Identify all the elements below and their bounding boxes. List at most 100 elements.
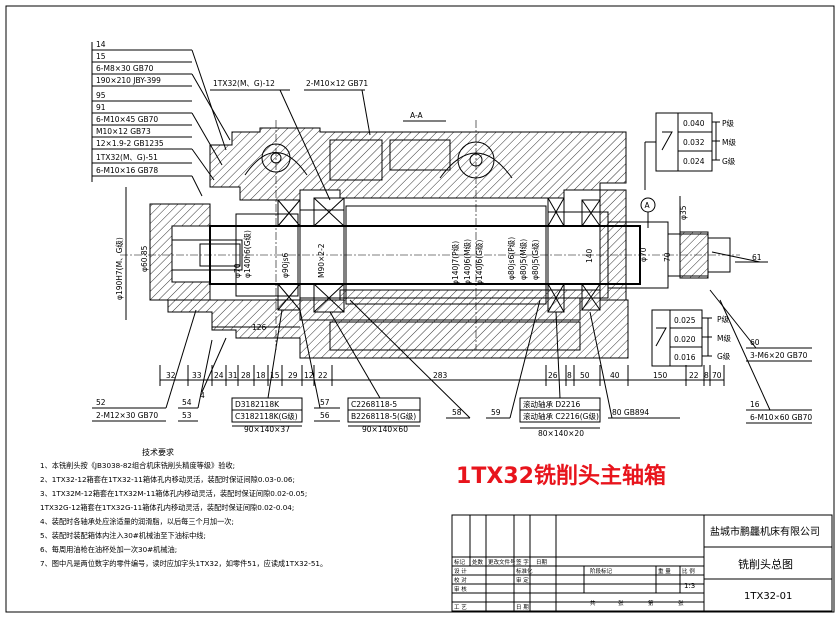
callout-b-2: 54 xyxy=(182,398,192,407)
dim-b-14: 40 xyxy=(610,371,620,380)
callout-left-3: 190×210 JBY-399 xyxy=(96,76,161,85)
sign-label-6: 工 艺 xyxy=(454,604,467,611)
callout-b-6: C3182118K(G级) xyxy=(235,411,298,421)
bottom-callouts: 52 2-M12×30 GB70 54 53 4 D3182118K C3182… xyxy=(92,299,680,438)
req-5: 5、装配时装配箱体内注入30#机械油至下油标中线; xyxy=(40,531,206,540)
sheet-label-2: 第 xyxy=(648,599,654,607)
dim-b-16: 22 xyxy=(689,371,699,380)
sign-label-7: 日 期 xyxy=(516,604,529,611)
company-name: 盐城市鹏龘机床有限公司 xyxy=(710,525,820,538)
row-label-1: 处数 xyxy=(472,558,484,566)
callout-left-8: 12×1.9-2 GB1235 xyxy=(96,139,164,148)
tolerance-frame-top: 0.040 0.032 0.024 P级 M级 G级 xyxy=(644,112,736,190)
dim-v-0: φ190H7(M、G级) xyxy=(114,237,124,300)
req-7: 7、图中凡是两位数字的零件编号，读时应加字头1TX32，如零件51，应读成1TX… xyxy=(40,559,327,568)
tol-right-1: 0.020 xyxy=(674,335,696,344)
callout-left-0: 14 xyxy=(96,40,106,49)
callout-left-9: 1TX32(M、G)-51 xyxy=(96,153,158,162)
dim-s-2: φ140J7(P级) xyxy=(450,241,460,285)
dim-s-6: φ80j5(M级) xyxy=(518,239,528,280)
tolerance-frame-right: 0.025 0.020 0.016 P级 M级 G级 xyxy=(651,309,731,367)
callout-right-4: 16 xyxy=(750,400,760,409)
left-vertical-dims: φ190H7(M、G级) φ60.85 φ70 φ140h6(G级) xyxy=(114,187,252,320)
callout-left-1: 15 xyxy=(96,52,106,61)
callout-b-15: 80 GB894 xyxy=(612,408,649,417)
req-title: 技术要求 xyxy=(142,447,174,457)
dim-b-8: 12 xyxy=(304,371,314,380)
dim-s-4: φ140J6(G级) xyxy=(474,240,484,285)
drawing-name: 铣削头总图 xyxy=(738,557,793,571)
stage-label-0: 阶段标记 xyxy=(590,567,613,575)
dim-s-1: M90×2-2 xyxy=(317,243,326,278)
bearing-dims-1: 90×140×37 xyxy=(244,425,290,434)
row-label-3: 签 字 xyxy=(516,558,529,566)
dim-v-2: φ70 xyxy=(233,263,242,278)
dim-b-3: 31 xyxy=(228,371,238,380)
grade-top-0: P级 xyxy=(722,118,735,128)
dim-b-0: 32 xyxy=(166,371,176,380)
sheet-border xyxy=(5,5,835,613)
title-block: 标记 处数 更改文件号 签 字 日期 设 计 标准化 校 对 审 定 审 核 工… xyxy=(451,514,833,612)
sign-label-2: 校 对 xyxy=(454,576,467,584)
dim-b-12: 8 xyxy=(567,371,572,380)
tol-top-2: 0.024 xyxy=(683,157,705,166)
callout-b-1: 2-M12×30 GB70 xyxy=(96,411,158,420)
callout-b-5: D3182118K xyxy=(235,400,280,409)
dim-b-5: 18 xyxy=(256,371,266,380)
req-1: 2、1TX32-12箱套在1TX32-11箱体孔内移动灵活，装配时保证间隙0.0… xyxy=(40,475,295,484)
callout-b-14: 滚动轴承 C2216(G级) xyxy=(523,411,599,421)
req-4: 4、装配时各轴承处应涂适量的润滑脂，以后每三个月加一次; xyxy=(40,517,234,526)
dim-b-7: 29 xyxy=(288,371,298,380)
callout-top-0: 1TX32(M、G)-12 xyxy=(213,79,275,88)
drawing-number: 1TX32-01 xyxy=(744,591,792,602)
sign-label-4: 审 核 xyxy=(454,585,467,593)
bearing-dims-3: 80×140×20 xyxy=(538,429,584,438)
grade-right-0: P级 xyxy=(717,314,730,324)
dim-s-5: φ80js6(P级) xyxy=(506,237,516,280)
sheet-label-3: 张 xyxy=(678,599,684,607)
callout-right-2: 60 xyxy=(750,338,760,347)
callout-b-3: 53 xyxy=(182,411,192,420)
grade-top-2: G级 xyxy=(722,156,736,166)
callout-b-12: 59 xyxy=(491,408,501,417)
callout-left-6: 6-M10×45 GB70 xyxy=(96,115,158,124)
callout-b-8: 56 xyxy=(320,411,330,420)
callout-right-1: 61 xyxy=(752,253,762,262)
grade-right-2: G级 xyxy=(717,351,731,361)
callout-b-10: B2268118-5(G级) xyxy=(351,411,416,421)
dim-b-4: 28 xyxy=(241,371,251,380)
callout-b-11: 58 xyxy=(452,408,462,417)
callout-right-3: 3-M6×20 GB70 xyxy=(750,351,808,360)
spindle-dims: φ90js6 M90×2-2 φ140J7(P级) φ140J6(M级) φ14… xyxy=(281,237,672,285)
sheet-label-0: 共 xyxy=(590,599,596,607)
sign-label-1: 标准化 xyxy=(516,567,533,575)
callout-b-0: 52 xyxy=(96,398,106,407)
callout-b-4: 4 xyxy=(200,391,205,400)
dim-s-8: 140 xyxy=(585,248,594,263)
section-label: A-A xyxy=(410,111,424,120)
callout-left-2: 6-M8×30 GB70 xyxy=(96,64,154,73)
callout-right-5: 6-M10×60 GB70 xyxy=(750,413,812,422)
dim-126: 126 xyxy=(252,323,267,332)
technical-requirements: 技术要求 1、本铣削头按《JB3038-82组合机床铣削头精度等级》验收; 2、… xyxy=(40,447,327,568)
callout-top-1: 2-M10×12 GB71 xyxy=(306,79,368,88)
req-2: 3、1TX32M-12箱套在1TX32M-11箱体孔内移动灵活，装配时保证间隙0… xyxy=(40,489,307,498)
spindle xyxy=(120,120,740,350)
dim-b-2: 24 xyxy=(214,371,224,380)
left-callout-list: 14 15 6-M8×30 GB70 190×210 JBY-399 95 91… xyxy=(91,40,231,197)
dim-s-10: 70 xyxy=(663,252,672,262)
callout-right-0: φ35 xyxy=(679,205,688,220)
dim-s-3: φ140J6(M级) xyxy=(462,239,472,285)
dim-b-15: 150 xyxy=(653,371,668,380)
scale: 1:3 xyxy=(684,582,695,590)
bearing-dims-2: 90×140×60 xyxy=(362,425,408,434)
tol-right-2: 0.016 xyxy=(674,353,696,362)
req-3: 1TX32G-12箱套在1TX32G-11箱体孔内移动灵活，装配时保证间隙0.0… xyxy=(40,503,294,512)
dim-v-3: φ140h6(G级) xyxy=(242,230,252,278)
sign-label-0: 设 计 xyxy=(454,567,467,575)
row-label-2: 更改文件号 xyxy=(488,558,516,566)
dim-s-7: φ80j5(G级) xyxy=(530,239,540,280)
callout-left-7: M10×12 GB73 xyxy=(96,127,151,136)
